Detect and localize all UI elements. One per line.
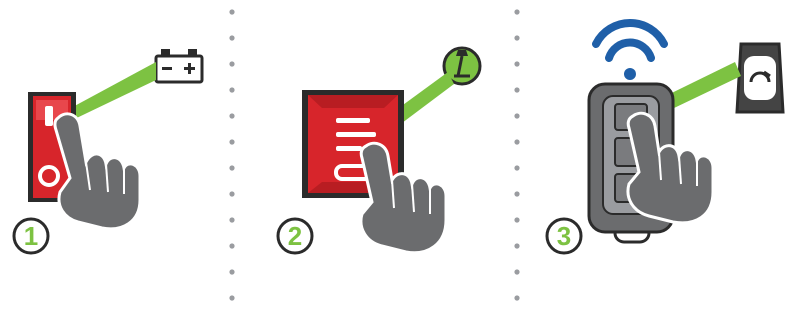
- remote-lock-icon: [737, 44, 783, 112]
- pointing-hand-icon: [55, 114, 140, 229]
- step-number: 3: [557, 221, 571, 251]
- step-2-panel: 2: [232, 0, 517, 323]
- step-number-badge: 1: [14, 219, 48, 253]
- step-number: 2: [288, 221, 302, 251]
- step-number: 1: [24, 221, 38, 251]
- step-1-panel: 1: [0, 0, 232, 323]
- battery-icon: [156, 49, 202, 82]
- wireless-signal-icon: [596, 23, 664, 80]
- step-number-badge: 2: [278, 219, 312, 253]
- step-number-badge: 3: [547, 219, 581, 253]
- step-3-panel: 3: [517, 0, 798, 323]
